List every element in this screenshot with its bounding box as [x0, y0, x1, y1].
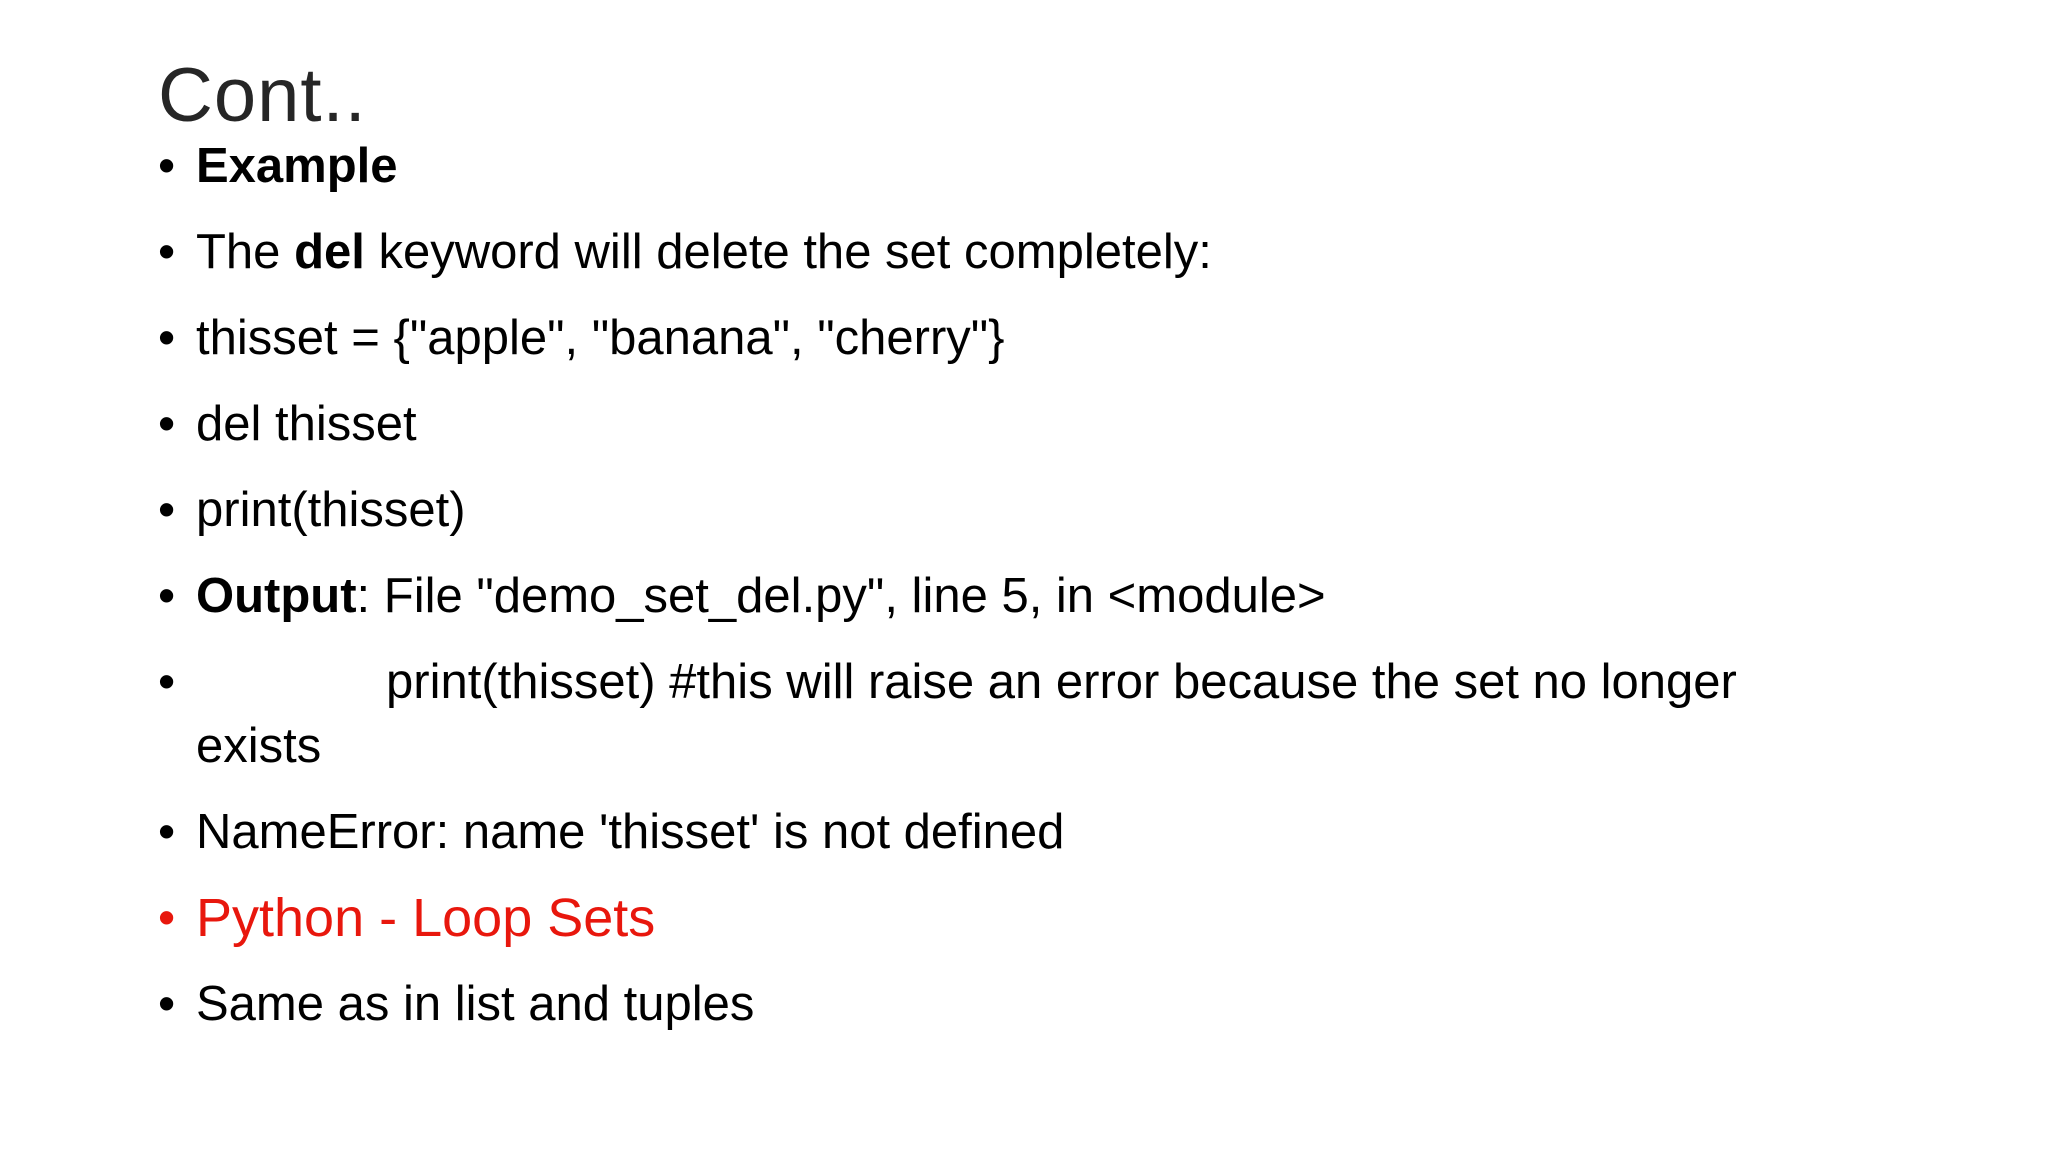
bullet-dot: •: [158, 397, 176, 451]
bullet-thisset-assign: • thisset = {"apple", "banana", "cherry"…: [158, 306, 1958, 370]
bullet-text-bold: Output: [196, 569, 357, 623]
bullet-dot: •: [158, 225, 176, 279]
bullet-dot: •: [158, 139, 176, 193]
bullet-text: print(thisset) #this will raise an error…: [196, 655, 1737, 773]
bullet-text: : File "demo_set_del.py", line 5, in <mo…: [356, 569, 1326, 623]
bullet-text-bold: Example: [196, 139, 398, 193]
bullet-del-keyword: • The del keyword will delete the set co…: [158, 220, 1958, 284]
bullet-example: • Example: [158, 134, 1958, 198]
bullet-print-thisset: • print(thisset): [158, 478, 1958, 542]
bullet-dot: •: [158, 655, 176, 709]
bullet-text: The: [196, 225, 295, 279]
bullet-text: print(thisset): [196, 483, 466, 537]
bullet-loop-sets-heading: • Python - Loop Sets: [158, 886, 1958, 950]
bullet-error-comment: • print(thisset) #this will raise an err…: [158, 650, 1846, 778]
slide-title: Cont..: [158, 53, 367, 138]
bullet-text: Python - Loop Sets: [196, 888, 656, 948]
bullet-dot: •: [158, 483, 176, 537]
bullet-text: keyword will delete the set completely:: [364, 225, 1212, 279]
bullet-text-bold: del: [294, 225, 365, 279]
bullet-list: • Example • The del keyword will delete …: [158, 134, 1958, 1058]
bullet-output: • Output: File "demo_set_del.py", line 5…: [158, 564, 1958, 628]
bullet-dot: •: [158, 805, 176, 859]
bullet-del-thisset: • del thisset: [158, 392, 1958, 456]
bullet-dot: •: [158, 311, 176, 365]
bullet-dot: •: [158, 569, 176, 623]
bullet-text: thisset = {"apple", "banana", "cherry"}: [196, 311, 1005, 365]
bullet-text: NameError: name 'thisset' is not defined: [196, 805, 1065, 859]
bullet-text: Same as in list and tuples: [196, 977, 755, 1031]
bullet-dot: •: [158, 977, 176, 1031]
bullet-same-as-list: • Same as in list and tuples: [158, 972, 1958, 1036]
bullet-nameerror: • NameError: name 'thisset' is not defin…: [158, 800, 1958, 864]
bullet-dot: •: [158, 891, 176, 945]
bullet-text: del thisset: [196, 397, 417, 451]
